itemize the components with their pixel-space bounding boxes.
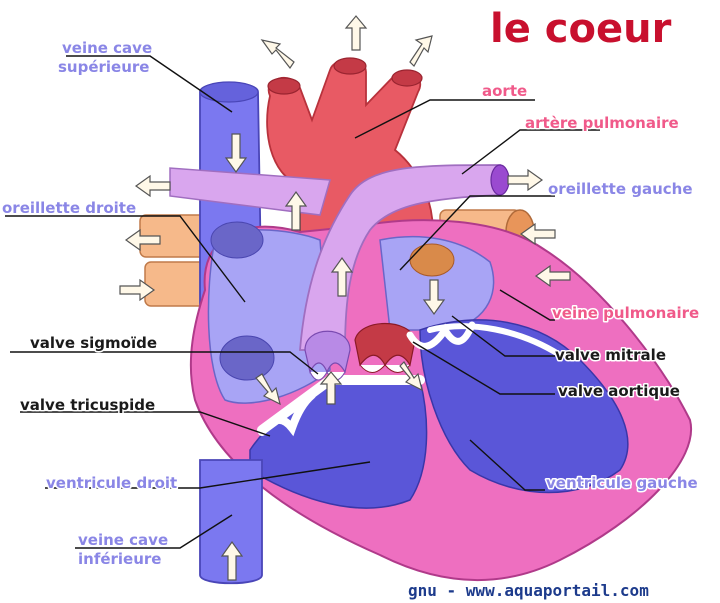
label-veine-cave-inferieure-2: inférieure	[78, 550, 161, 568]
valve-aortic	[354, 322, 416, 373]
label-valve-sigmoide: valve sigmoïde	[30, 334, 157, 352]
label-aorte: aorte	[482, 82, 527, 100]
label-artere-pulmonaire: artère pulmonaire	[525, 114, 679, 132]
label-valve-aortique: valve aortique	[558, 382, 680, 400]
diagram-title: le coeur	[490, 6, 672, 52]
label-ventricule-droit: ventricule droit	[46, 474, 177, 492]
blood-flow-arrows	[119, 15, 571, 581]
valve-mitral	[406, 321, 476, 350]
valve-tricuspid	[258, 391, 316, 437]
credit-text: gnu - www.aquaportail.com	[408, 581, 649, 600]
label-veine-cave-inferieure-1: veine cave	[78, 531, 168, 549]
label-oreillette-droite: oreillette droite	[2, 199, 136, 217]
label-veine-pulmonaire: veine pulmonaire	[552, 304, 699, 322]
leader-lines	[5, 55, 600, 549]
label-veine-cave-superieure-2: supérieure	[58, 58, 149, 76]
inferior-vena-cava	[199, 459, 263, 585]
valve-sigmoid	[304, 330, 351, 381]
label-oreillette-gauche: oreillette gauche	[548, 180, 693, 198]
heart-body	[189, 219, 693, 582]
label-valve-mitrale: valve mitrale	[555, 346, 666, 364]
label-valve-tricuspide: valve tricuspide	[20, 396, 155, 414]
label-ventricule-gauche: ventricule gauche	[546, 474, 698, 492]
label-veine-cave-superieure-1: veine cave	[62, 39, 152, 57]
